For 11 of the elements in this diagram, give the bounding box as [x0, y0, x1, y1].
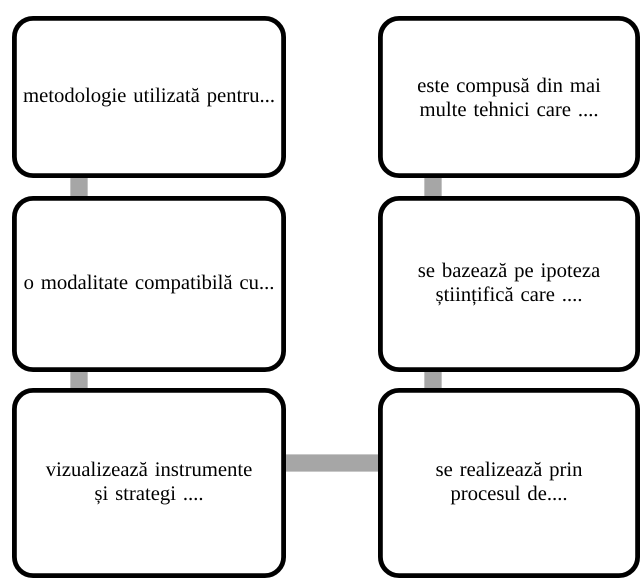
text-box: se bazează pe ipoteza științifică care .... — [378, 196, 640, 372]
connector — [424, 178, 442, 196]
connector — [424, 372, 442, 388]
connector — [70, 178, 88, 196]
text-box: o modalitate compatibilă cu... — [12, 196, 286, 372]
text-box: vizualizează instrumente și strategi .... — [12, 388, 286, 578]
text-box: se realizează prin procesul de.... — [378, 388, 640, 578]
text-box: este compusă din mai multe tehnici care .... — [378, 16, 640, 178]
text-box: metodologie utilizată pentru... — [12, 16, 286, 178]
connector — [70, 372, 88, 388]
connector — [286, 454, 378, 472]
